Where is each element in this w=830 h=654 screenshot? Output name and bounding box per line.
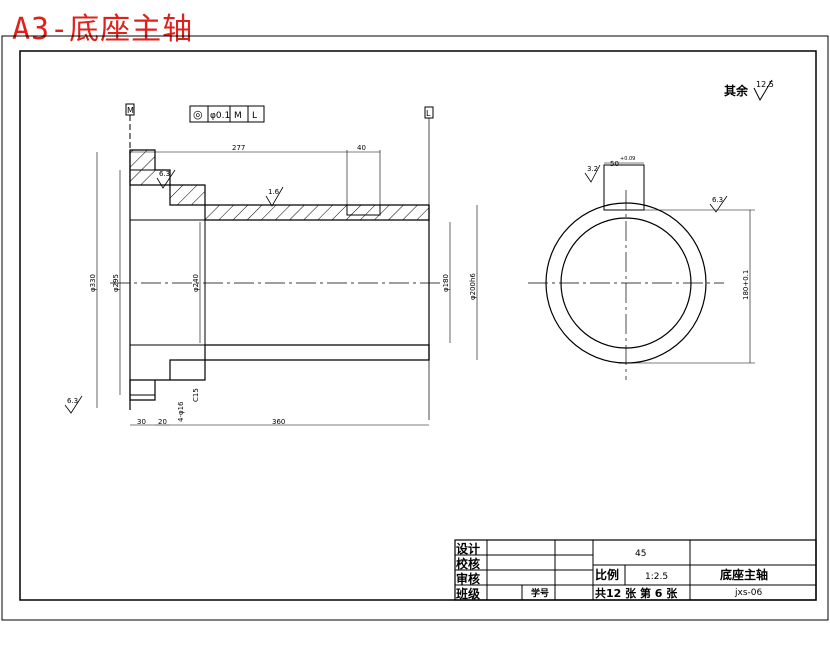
svg-text:40: 40 [357,144,366,152]
svg-text:20: 20 [158,418,167,426]
svg-text:学号: 学号 [531,587,549,599]
svg-text:180+0.1: 180+0.1 [742,270,750,300]
svg-text:30: 30 [137,418,146,426]
inner-border [19,50,817,601]
svg-text:45: 45 [635,549,646,559]
svg-text:C15: C15 [192,388,200,402]
front-section-view [110,149,445,410]
svg-text:设计: 设计 [456,541,480,556]
svg-text:φ295: φ295 [112,274,120,292]
svg-text:12.5: 12.5 [756,80,774,89]
svg-text:φ0.1: φ0.1 [210,111,230,121]
svg-text:6.3: 6.3 [67,397,78,405]
svg-text:+0.09: +0.09 [620,156,635,162]
svg-text:360: 360 [272,418,285,426]
title-block: 设计 校核 审核 班级 学号 45 比例 1:2.5 底座主轴 共12 张 第 … [454,539,817,601]
svg-text:φ180: φ180 [442,274,450,292]
svg-text:L: L [252,111,257,121]
svg-text:班级: 班级 [456,586,480,601]
roughness-other: 其余 12.5 [724,79,774,102]
svg-text:M: M [234,111,242,121]
svg-text:jxs-06: jxs-06 [734,588,762,598]
svg-text:校核: 校核 [456,556,480,571]
svg-text:φ200h6: φ200h6 [469,273,477,300]
svg-text:1:2.5: 1:2.5 [645,572,668,582]
svg-text:底座主轴: 底座主轴 [720,567,768,582]
front-dimensions: 277 40 φ330 φ295 φ240 φ180 φ200h6 30 20 … [64,144,478,426]
svg-text:1.6: 1.6 [268,188,280,196]
svg-text:◎: ◎ [193,108,203,121]
svg-text:L: L [426,109,431,118]
svg-text:6.3: 6.3 [159,170,170,178]
side-section-view [528,164,724,380]
svg-text:φ330: φ330 [89,274,97,292]
svg-text:共12 张 第 6 张: 共12 张 第 6 张 [595,586,678,600]
svg-text:审核: 审核 [456,571,480,586]
svg-text:M: M [127,106,134,115]
svg-text:4-φ16: 4-φ16 [177,401,185,422]
svg-text:φ240: φ240 [192,274,200,292]
tolerance-frame: ◎ φ0.1 M L [189,105,265,123]
svg-text:277: 277 [232,144,245,152]
svg-text:比例: 比例 [595,567,619,582]
svg-text:50: 50 [610,160,619,168]
svg-text:3.2: 3.2 [587,165,598,173]
svg-text:其余: 其余 [724,83,749,98]
datum-m-marker: M [125,103,135,150]
svg-text:6.3: 6.3 [712,196,723,204]
drawing-title: A3-底座主轴 [12,12,194,47]
outer-border [1,35,829,621]
side-dimensions: 50 +0.09 3.2 6.3 180+0.1 [584,156,755,364]
